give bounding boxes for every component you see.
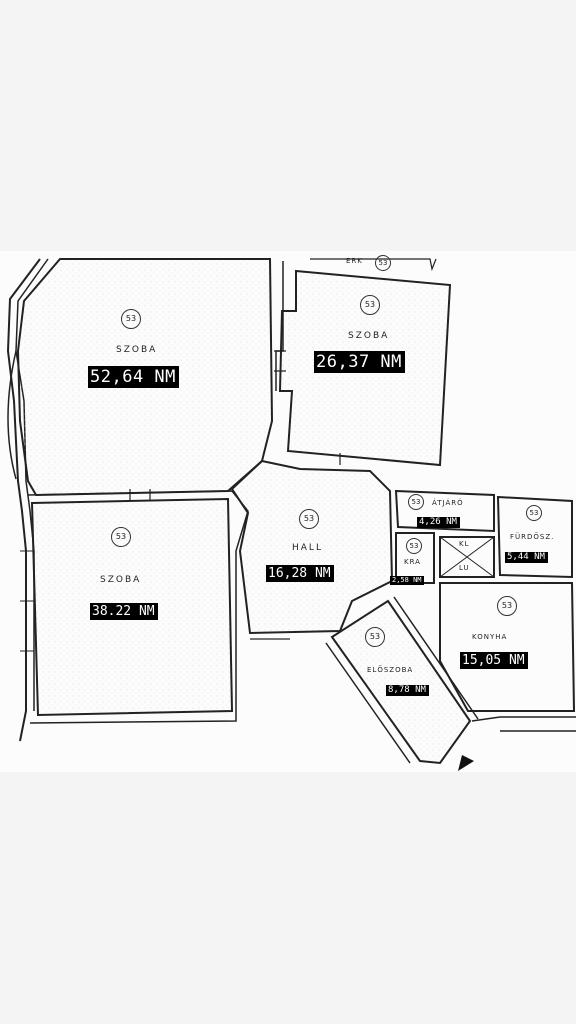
hall-walls [230, 459, 394, 635]
hall-name: HALL [292, 543, 323, 553]
szoba1-name: SZOBA [116, 345, 158, 355]
szoba3-badge: 53 [111, 527, 131, 547]
konyha-area: 15,05 NM [460, 652, 528, 669]
atjaro-walls [394, 489, 495, 533]
szoba3-area: 38.22 NM [90, 603, 158, 620]
floor-plan: ERK 53 53 SZOBA 52,64 NM 53 SZOBA 26,37 … [0, 251, 576, 772]
furdo-badge: 53 [526, 505, 542, 521]
entrance-arrow [458, 755, 474, 771]
wc-bottom-label: LU [459, 564, 470, 572]
hall-area: 16,28 NM [266, 565, 334, 582]
floor-plan-walls [6, 258, 576, 771]
szoba1-area: 52,64 NM [88, 366, 179, 388]
kra-area: 2,58 NM [390, 576, 424, 585]
hall-badge: 53 [299, 509, 319, 529]
top-marker-label: ERK [346, 257, 363, 265]
eloszoba-badge: 53 [365, 627, 385, 647]
furdo-name: FÜRDŐSZ. [510, 533, 555, 541]
eloszoba-area: 8,78 NM [386, 685, 429, 696]
bottom-blank-band [0, 772, 576, 1024]
atjaro-name: ÁTJÁRÓ [432, 499, 464, 507]
eloszoba-name: ELŐSZOBA [367, 666, 414, 674]
furdo-walls [496, 495, 573, 579]
atjaro-area: 4,26 NM [417, 517, 460, 528]
konyha-badge: 53 [497, 596, 517, 616]
atjaro-badge: 53 [408, 494, 424, 510]
szoba2-name: SZOBA [348, 331, 390, 341]
top-blank-band [0, 0, 576, 251]
konyha-name: KONYHA [472, 633, 508, 641]
szoba2-badge: 53 [360, 295, 380, 315]
szoba1-badge: 53 [121, 309, 141, 329]
furdo-area: 5,44 NM [505, 552, 548, 563]
kra-walls [395, 532, 435, 584]
szoba3-name: SZOBA [100, 575, 142, 585]
konyha-walls [439, 582, 576, 712]
kra-badge: 53 [406, 538, 422, 554]
wc-top-label: KL [459, 540, 470, 548]
kra-name: KRA [404, 558, 421, 566]
top-marker-badge: 53 [375, 255, 391, 271]
szoba2-area: 26,37 NM [314, 351, 405, 373]
exterior-wall-left [6, 258, 41, 742]
